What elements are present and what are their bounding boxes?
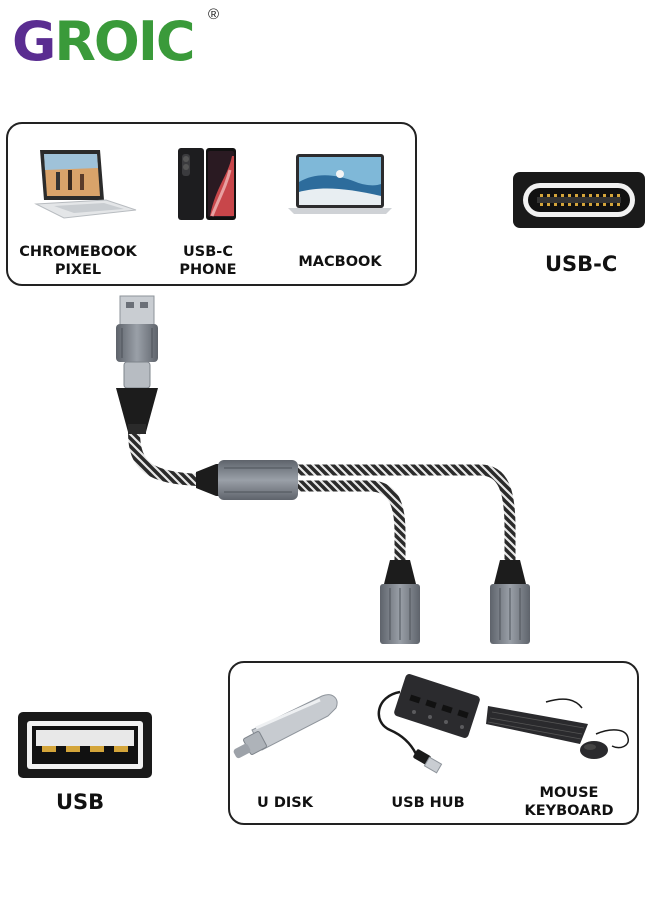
device-label-mouse-keyboard: MOUSE KEYBOARD (510, 784, 628, 820)
device-label-line1: U DISK (257, 795, 313, 811)
device-label-line1: CHROMEBOOK (19, 244, 137, 260)
device-label-phone: USB-C PHONE (160, 243, 256, 279)
macbook-icon (288, 154, 392, 214)
usb-c-label: USB-C (545, 252, 618, 276)
device-label-usb-hub: USB HUB (378, 794, 478, 812)
logo-wordmark: GROIC (12, 10, 196, 73)
usb-hub-icon (377, 674, 480, 774)
device-label-line1: USB HUB (391, 795, 465, 811)
device-label-line2: KEYBOARD (524, 803, 614, 819)
device-label-line1: USB-C (183, 244, 233, 260)
brand-logo: GROIC ® (12, 6, 227, 72)
device-label-macbook: MACBOOK (284, 253, 396, 271)
laptop-icon (34, 150, 137, 219)
registered-mark: ® (208, 6, 220, 23)
logo-letters: ROIC (54, 10, 195, 73)
usb-label: USB (56, 790, 105, 814)
logo-letter-g: G (12, 10, 56, 73)
device-label-line2: PHONE (179, 262, 237, 278)
device-label-line1: MOUSE (539, 785, 599, 801)
usb-flash-drive-icon (233, 694, 338, 759)
phone-icon (178, 148, 236, 220)
keyboard-mouse-icon (486, 698, 629, 759)
device-label-chromebook: CHROMEBOOK PIXEL (14, 243, 142, 279)
device-label-line1: MACBOOK (298, 254, 382, 270)
device-label-line2: PIXEL (54, 262, 102, 278)
usb-a-port-icon (18, 712, 152, 778)
usb-c-port-icon (513, 172, 645, 228)
device-label-u-disk: U DISK (240, 794, 330, 812)
otg-y-cable (116, 295, 530, 644)
